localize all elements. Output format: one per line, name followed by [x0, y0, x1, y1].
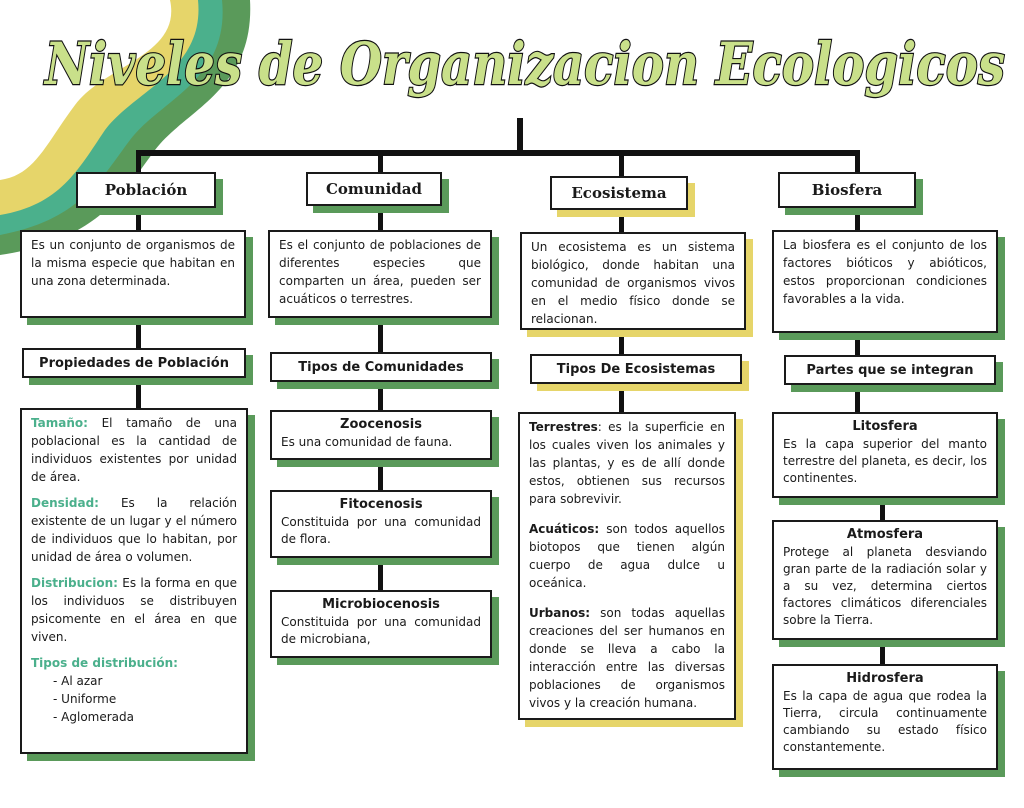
connector-poblacion-def [136, 208, 141, 230]
list-item: Al azar [53, 672, 237, 690]
connector-poblacion-sub [136, 318, 141, 348]
biosfera-definition: La biosfera es el conjunto de los factor… [772, 230, 998, 333]
microbiocenosis-title: Microbiocenosis [322, 597, 440, 612]
comunidad-types-header: Tipos de Comunidades [270, 352, 492, 382]
poblacion-definition: Es un conjunto de organismos de la misma… [20, 230, 246, 318]
atmosfera-title: Atmosfera [846, 527, 924, 542]
tipos-distribucion-key: Tipos de distribución: [31, 656, 178, 670]
biosfera-header-label: Biosfera [811, 181, 883, 199]
connector-comunidad-def [378, 206, 383, 230]
terrestres-key: Terrestres [529, 420, 598, 434]
connector-comunidad-sub [378, 318, 383, 352]
microbiocenosis-text: Constituida por una comunidad de microbi… [281, 615, 481, 646]
connector-comunidad-micro [378, 558, 383, 590]
connector-poblacion [136, 150, 141, 174]
tipos-distribucion-list: Al azar Uniforme Aglomerada [31, 672, 237, 726]
ecosistema-types-label: Tipos De Ecosistemas [556, 361, 716, 377]
densidad-key: Densidad: [31, 496, 99, 510]
comunidad-definition: Es el conjunto de poblaciones de diferen… [268, 230, 492, 318]
zoocenosis-title: Zoocenosis [340, 417, 422, 432]
ecosistema-types-box: Terrestres: es la superficie en los cual… [518, 412, 736, 720]
distribucion-text: Es la forma en que los individuos se dis… [31, 576, 237, 644]
litosfera-box: Litosfera Es la capa superior del manto … [772, 412, 998, 498]
connector-comunidad-fito [378, 460, 383, 490]
hidrosfera-title: Hidrosfera [846, 671, 924, 686]
tamano-key: Tamaño: [31, 416, 88, 430]
litosfera-title: Litosfera [852, 419, 918, 434]
zoocenosis-box: Zoocenosis Es una comunidad de fauna. [270, 410, 492, 460]
hidrosfera-text: Es la capa de agua que rodea la Tierra, … [783, 689, 987, 754]
distribucion-key: Distribucion: [31, 576, 118, 590]
poblacion-properties-label: Propiedades de Población [39, 355, 229, 371]
ecosistema-types-header: Tipos De Ecosistemas [530, 354, 742, 384]
poblacion-definition-text: Es un conjunto de organismos de la misma… [31, 238, 235, 288]
tamano-text: El tamaño de una poblacional es la canti… [31, 416, 237, 484]
comunidad-header: Comunidad [306, 172, 442, 206]
comunidad-types-label: Tipos de Comunidades [298, 359, 464, 375]
fitocenosis-title: Fitocenosis [339, 497, 423, 512]
ecosistema-definition: Un ecosistema es un sistema biológico, d… [520, 232, 746, 330]
biosfera-parts-header: Partes que se integran [784, 355, 996, 385]
atmosfera-box: Atmosfera Protege al planeta desviando g… [772, 520, 998, 640]
connector-comunidad [378, 150, 383, 174]
connector-bar [136, 150, 860, 156]
page-title: Niveles de Organizacion Ecologicos [42, 29, 1006, 99]
fitocenosis-text: Constituida por una comunidad de flora. [281, 515, 481, 546]
atmosfera-text: Protege al planeta desviando gran parte … [783, 545, 987, 627]
poblacion-header-label: Población [104, 181, 188, 199]
biosfera-parts-label: Partes que se integran [806, 362, 974, 378]
comunidad-header-label: Comunidad [325, 180, 423, 198]
connector-biosfera-sub [855, 333, 860, 355]
hidrosfera-box: Hidrosfera Es la capa de agua que rodea … [772, 664, 998, 770]
connector-biosfera [855, 150, 860, 174]
biosfera-header: Biosfera [778, 172, 916, 208]
terrestres-text: : es la superficie en los cuales viven l… [529, 420, 725, 506]
ecosistema-definition-text: Un ecosistema es un sistema biológico, d… [531, 240, 735, 326]
connector-biosfera-lit [855, 385, 860, 412]
poblacion-properties-header: Propiedades de Población [22, 348, 246, 378]
microbiocenosis-box: Microbiocenosis Constituida por una comu… [270, 590, 492, 658]
connector-biosfera-atm [880, 498, 885, 520]
ecosistema-header-label: Ecosistema [571, 184, 667, 202]
acuaticos-text: son todos aquellos biotopos que tienen a… [529, 522, 725, 590]
connector-comunidad-zoo [378, 382, 383, 410]
poblacion-header: Población [76, 172, 216, 208]
connector-poblacion-props [136, 378, 141, 408]
connector-ecosistema-def [619, 210, 624, 232]
connector-trunk [517, 118, 523, 154]
urbanos-key: Urbanos: [529, 606, 591, 620]
ecosistema-header: Ecosistema [550, 176, 688, 210]
biosfera-definition-text: La biosfera es el conjunto de los factor… [783, 238, 987, 306]
connector-ecosistema [619, 150, 624, 176]
list-item: Uniforme [53, 690, 237, 708]
acuaticos-key: Acuáticos: [529, 522, 600, 536]
decorative-ribbons [0, 0, 251, 255]
connector-biosfera-hid [880, 640, 885, 664]
poblacion-properties-box: Tamaño: El tamaño de una poblacional es … [20, 408, 248, 754]
page-title-text: Niveles de Organizacion Ecologicos [43, 30, 1005, 98]
list-item: Aglomerada [53, 708, 237, 726]
connector-ecosistema-types [619, 384, 624, 412]
densidad-text: Es la relación existente de un lugar y e… [31, 496, 237, 564]
connector-ecosistema-sub [619, 330, 624, 354]
comunidad-definition-text: Es el conjunto de poblaciones de diferen… [279, 238, 481, 306]
zoocenosis-text: Es una comunidad de fauna. [281, 435, 453, 449]
urbanos-text: son todas aquellas creaciones del ser hu… [529, 606, 725, 710]
connector-biosfera-def [855, 208, 860, 230]
litosfera-text: Es la capa superior del manto terrestre … [783, 437, 987, 485]
fitocenosis-box: Fitocenosis Constituida por una comunida… [270, 490, 492, 558]
